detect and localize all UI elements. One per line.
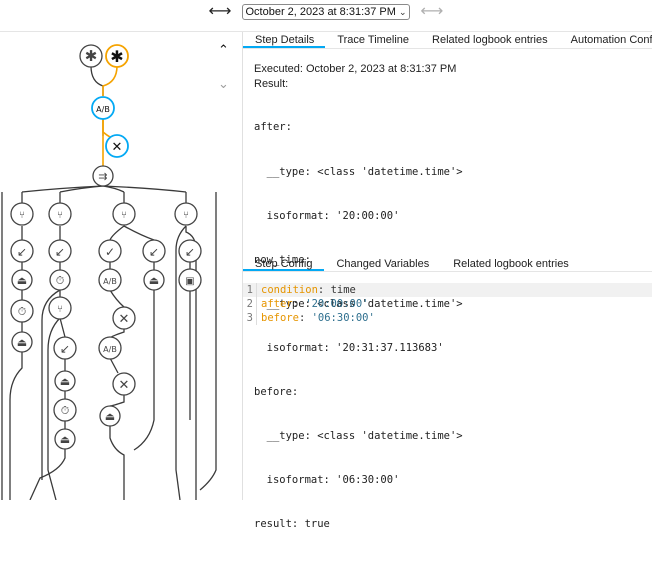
step-details: Executed: October 2, 2023 at 8:31:37 PM … <box>254 62 463 562</box>
yaml-line: after: <box>254 121 292 134</box>
config-key: condition <box>261 284 318 296</box>
arrow-left-right-icon[interactable]: ⟷ <box>208 3 232 20</box>
details-tabs: Step Details Trace Timeline Related logb… <box>243 32 652 49</box>
svg-text:⏏: ⏏ <box>149 274 159 287</box>
svg-text:↙: ↙ <box>55 245 65 259</box>
config-value: '06:30:00' <box>311 312 375 324</box>
code-line: 2 after: '20:00:00' <box>243 297 652 311</box>
svg-text:↙: ↙ <box>185 245 195 259</box>
yaml-line: __type: <class 'datetime.time'> <box>254 297 463 310</box>
choose-node <box>92 165 114 187</box>
svg-text:↙: ↙ <box>17 245 27 259</box>
chevron-up-icon[interactable]: ⌃ <box>218 42 229 57</box>
run-select-value: October 2, 2023 at 8:31:37 PM <box>245 6 396 18</box>
yaml-line: __type: <class 'datetime.time'> <box>254 430 463 443</box>
condition-node-active <box>91 96 115 120</box>
svg-text:⑂: ⑂ <box>57 210 63 221</box>
svg-text:⑂: ⑂ <box>57 304 63 315</box>
svg-text:⏱: ⏱ <box>61 404 70 417</box>
svg-text:✕: ✕ <box>112 140 123 155</box>
trace-details-panel: Step Details Trace Timeline Related logb… <box>243 32 652 530</box>
svg-text:A/B: A/B <box>103 345 117 354</box>
yaml-line: before: <box>254 386 299 399</box>
svg-text:⏏: ⏏ <box>17 274 27 287</box>
config-tabs: Step Config Changed Variables Related lo… <box>243 257 652 272</box>
chevron-down-icon[interactable]: ⌄ <box>218 76 229 91</box>
chevron-down-icon: ⌄ <box>398 6 407 17</box>
svg-text:⏏: ⏏ <box>60 433 70 446</box>
trigger-node-active <box>105 44 129 68</box>
yaml-line: isoformat: '20:31:37.113683' <box>254 341 444 354</box>
svg-text:A/B: A/B <box>96 105 110 114</box>
tab-related-logbook-entries[interactable]: Related logbook entries <box>453 258 569 270</box>
svg-text:⑂: ⑂ <box>19 210 25 221</box>
svg-text:▣: ▣ <box>185 276 194 287</box>
line-number: 3 <box>243 311 257 325</box>
trace-graph-canvas: ✱ ✱ A/B ✕ ⇉ ⑂ ⑂ ⑂ ⑂ ↙ ⏏ ⏱ ⏏ ↙ ⏱ ⑂ ↙ ⏏ ⏱ … <box>1 44 217 500</box>
tab-step-details[interactable]: Step Details <box>243 32 326 48</box>
tab-changed-variables[interactable]: Changed Variables <box>336 258 430 270</box>
yaml-line: __type: <class 'datetime.time'> <box>254 165 463 178</box>
config-value: time <box>330 284 356 296</box>
code-line: 1 condition: time <box>243 283 652 297</box>
trace-graph: ✱ ✱ A/B ✕ ⇉ ⑂ ⑂ ⑂ ⑂ ↙ ⏏ ⏱ ⏏ ↙ ⏱ ⑂ ↙ ⏏ ⏱ … <box>0 32 240 500</box>
svg-text:⑂: ⑂ <box>183 210 189 221</box>
svg-text:✓: ✓ <box>105 245 115 259</box>
yaml-line: result: true <box>254 518 330 531</box>
yaml-line: isoformat: '20:00:00' <box>254 209 400 222</box>
line-number: 1 <box>243 283 257 297</box>
code-line: 3 before: '06:30:00' <box>243 311 652 325</box>
svg-text:⇉: ⇉ <box>98 170 107 183</box>
svg-text:✱: ✱ <box>110 47 123 66</box>
svg-text:⑂: ⑂ <box>121 210 127 221</box>
trace-navigation-bar: ⟷ October 2, 2023 at 8:31:37 PM ⌄ ⟷ <box>0 0 652 24</box>
yaml-line: now_time: <box>254 253 311 266</box>
result-yaml: after: __type: <class 'datetime.time'> i… <box>254 91 463 562</box>
svg-text:⏏: ⏏ <box>60 375 70 388</box>
tab-step-config[interactable]: Step Config <box>243 257 325 271</box>
svg-text:✱: ✱ <box>85 47 98 65</box>
result-label: Result: <box>254 77 289 90</box>
svg-text:A/B: A/B <box>103 277 117 286</box>
config-key: after <box>261 298 293 310</box>
tab-related-logbook[interactable]: Related logbook entries <box>432 34 548 46</box>
svg-text:✕: ✕ <box>119 378 130 393</box>
svg-text:⏏: ⏏ <box>17 336 27 349</box>
trigger-node <box>79 44 103 68</box>
svg-text:⏏: ⏏ <box>105 410 115 423</box>
close-node <box>105 134 129 158</box>
panel-divider <box>242 32 243 500</box>
arrow-right-icon[interactable]: ⟷ <box>420 3 444 20</box>
config-value: '20:00:00' <box>305 298 369 310</box>
svg-text:↙: ↙ <box>60 342 70 356</box>
svg-text:↙: ↙ <box>149 245 159 259</box>
svg-text:⏱: ⏱ <box>56 274 65 287</box>
config-key: before <box>261 312 299 324</box>
executed-timestamp: Executed: October 2, 2023 at 8:31:37 PM <box>254 63 457 75</box>
step-config-editor[interactable]: 1 condition: time 2 after: '20:00:00' 3 … <box>243 283 652 325</box>
svg-text:⏱: ⏱ <box>18 305 27 318</box>
run-select[interactable]: October 2, 2023 at 8:31:37 PM ⌄ <box>241 4 411 20</box>
tab-automation-config[interactable]: Automation Config <box>570 34 652 46</box>
svg-text:✕: ✕ <box>119 312 130 327</box>
yaml-line: isoformat: '06:30:00' <box>254 474 400 487</box>
header-divider <box>0 31 652 32</box>
tab-trace-timeline[interactable]: Trace Timeline <box>337 34 410 46</box>
line-number: 2 <box>243 297 257 311</box>
